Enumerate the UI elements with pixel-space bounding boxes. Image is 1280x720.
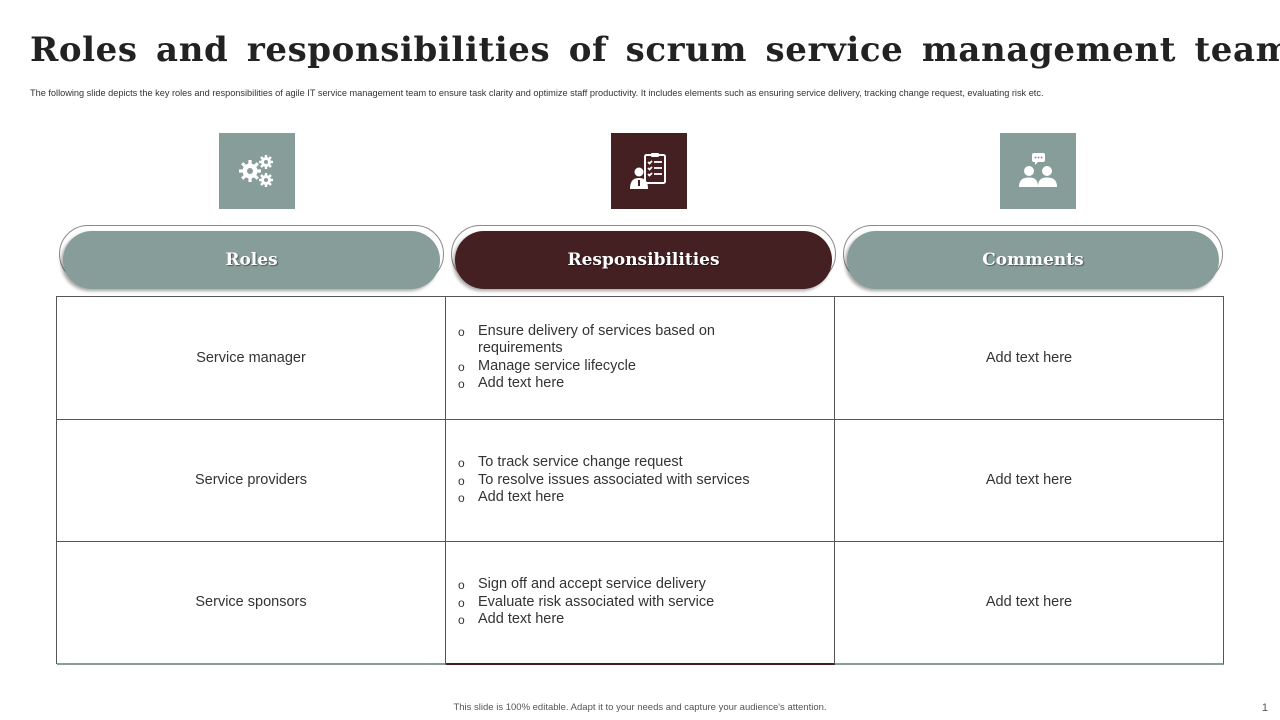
table-row: Service sponsors Sign off and accept ser… [57,542,1224,665]
list-item: Add text here [458,489,750,507]
roles-table: Service manager Ensure delivery of servi… [56,296,1224,665]
roles-icon-box [219,133,295,209]
responsibilities-cell: To track service change request To resol… [446,419,835,543]
team-chat-icon [1019,153,1057,187]
comments-header-label: Comments [982,250,1084,270]
comment-cell: Add text here [835,542,1224,665]
roles-header: Roles [59,225,444,289]
list-item: Evaluate risk associated with service [458,594,714,612]
roles-header-label: Roles [225,250,278,270]
gears-icon [239,155,273,187]
responsibilities-icon-box [611,133,687,209]
responsibilities-header-label: Responsibilities [567,250,720,270]
list-item: Sign off and accept service delivery [458,576,714,594]
table-row: Service providers To track service chang… [57,419,1224,543]
list-item: Ensure delivery of services based on req… [458,323,758,358]
page-subtitle: The following slide depicts the key role… [30,88,1044,98]
comments-icon-box [1000,133,1076,209]
footer-note: This slide is 100% editable. Adapt it to… [453,702,827,713]
table-row: Service manager Ensure delivery of servi… [57,297,1224,420]
role-cell: Service manager [57,297,446,420]
list-item: Add text here [458,611,714,629]
page-number: 1 [1261,702,1268,714]
role-cell: Service providers [57,419,446,543]
responsibilities-cell: Ensure delivery of services based on req… [446,297,835,420]
list-item: Add text here [458,375,758,393]
responsibilities-header: Responsibilities [451,225,836,289]
list-item: Manage service lifecycle [458,358,758,376]
comment-cell: Add text here [835,419,1224,543]
list-item: To resolve issues associated with servic… [458,472,750,490]
responsibilities-cell: Sign off and accept service delivery Eva… [446,542,835,665]
comment-cell: Add text here [835,297,1224,420]
page-title: Roles and responsibilities of scrum serv… [30,30,1280,70]
checklist-person-icon [630,153,666,189]
role-cell: Service sponsors [57,542,446,665]
list-item: To track service change request [458,454,750,472]
comments-header: Comments [843,225,1223,289]
